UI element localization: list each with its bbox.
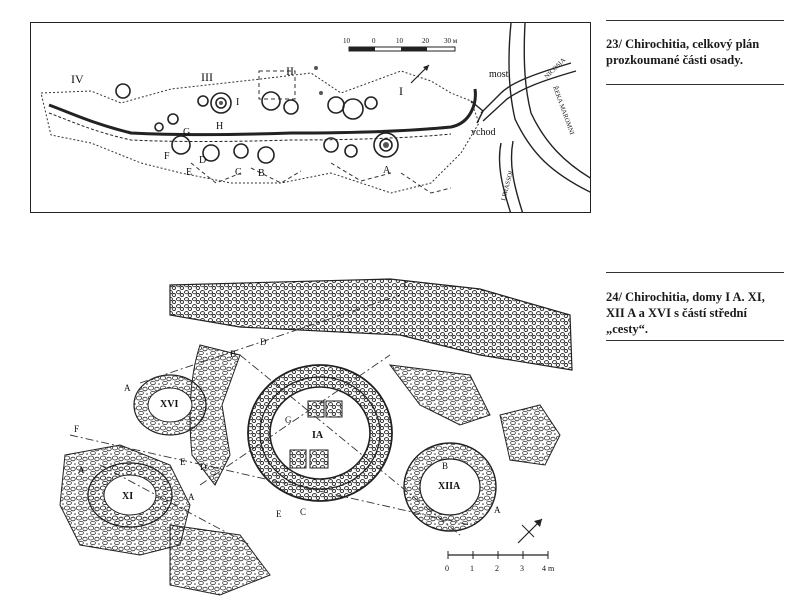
north-arrow	[410, 64, 430, 84]
section-letter: A	[494, 505, 501, 515]
scale-tick: 4 m	[542, 564, 555, 573]
section-letter: F	[74, 424, 79, 434]
section-letter: D	[260, 337, 267, 347]
sector-label: I	[399, 84, 403, 98]
river-label: ŘEKA MAROMNI	[551, 85, 576, 136]
bridge-label: most	[489, 69, 509, 80]
section-letter: G	[285, 415, 292, 425]
section-letter: C	[300, 507, 306, 517]
caption-rule	[606, 340, 784, 341]
scale-tick: 10	[343, 37, 351, 45]
detail-plan-drawing: XVI IA XIIA XI A A A A B B C C D D E E F…	[59, 278, 573, 596]
figure-23-caption: 23/ Chirochitia, celkový plán prozkouman…	[606, 37, 760, 67]
house-letter: A	[383, 165, 391, 176]
north-arrow	[517, 518, 543, 544]
sector-label: III	[201, 70, 213, 84]
entrance-label: vchod	[471, 127, 495, 138]
figure-24-caption: 24/ Chirochitia, domy I A. XI, XII A a X…	[606, 290, 765, 336]
section-letter: A	[188, 492, 195, 502]
house-letter: I	[236, 97, 239, 108]
section-letter: A	[124, 383, 131, 393]
house-letter: D	[199, 155, 206, 166]
house-label: XVI	[160, 399, 178, 410]
scale-tick: 10	[396, 37, 404, 45]
caption-rule	[606, 20, 784, 21]
house-letter: B	[258, 168, 265, 179]
house-letter: F	[164, 151, 170, 162]
house-letter: G	[183, 127, 190, 138]
house-label: XIIA	[438, 481, 461, 492]
caption-rule	[606, 84, 784, 85]
scale-tick: 1	[470, 564, 474, 573]
scale-bar: 0 1 2 3 4 m	[445, 551, 555, 573]
site-plan-drawing: IV III II I G H I F D E C B A 10 0 10 20	[40, 23, 590, 212]
section-letter: E	[180, 457, 186, 467]
site-plan-figure: IV III II I G H I F D E C B A 10 0 10 20	[30, 22, 591, 213]
house-letter: H	[216, 121, 223, 132]
section-letter: A	[78, 465, 85, 475]
house-letter: E	[186, 167, 192, 178]
scale-tick: 2	[495, 564, 499, 573]
section-letter: B	[230, 349, 236, 359]
scale-tick: 30 м	[444, 37, 458, 45]
section-letter: E	[276, 509, 282, 519]
detail-plan-figure: XVI IA XIIA XI A A A A B B C C D D E E F…	[40, 255, 600, 600]
section-letter: B	[442, 461, 448, 471]
scale-bar: 10 0 10 20 30 м	[343, 37, 458, 52]
scale-tick: 0	[445, 564, 449, 573]
house-label: IA	[312, 430, 324, 441]
scale-tick: 20	[422, 37, 430, 45]
section-letter: C	[404, 279, 410, 289]
section-letter: D	[200, 462, 207, 472]
sector-label: II	[286, 64, 294, 78]
scale-tick: 3	[520, 564, 524, 573]
house-label: XI	[122, 491, 133, 502]
house-letter: C	[235, 167, 242, 178]
sector-label: IV	[71, 72, 84, 86]
caption-rule	[606, 272, 784, 273]
scale-tick: 0	[372, 37, 376, 45]
